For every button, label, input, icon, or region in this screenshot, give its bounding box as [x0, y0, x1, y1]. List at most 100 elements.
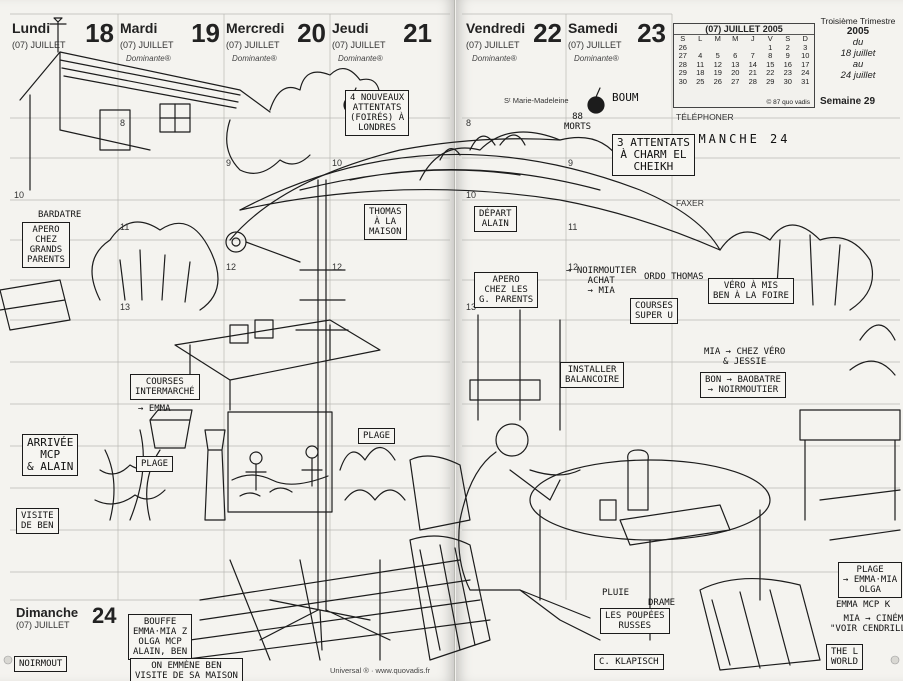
- cal-cell: 21: [748, 68, 757, 77]
- day-name: Samedi: [568, 20, 618, 36]
- cal-cell: 29: [678, 68, 687, 77]
- day-header-sunday: Dimanche 24 (07) JUILLET: [16, 603, 126, 630]
- day-dominante: Dominante®: [126, 54, 171, 63]
- day-number: 20: [297, 18, 326, 48]
- note-plage: PLAGE: [136, 456, 174, 472]
- cal-cell: 25: [696, 76, 705, 86]
- note-noirmoutier-achat: → NOIRMOUTIER ACHAT → MIA: [566, 266, 637, 296]
- day-number: 24: [92, 603, 117, 628]
- cal-cell: 24: [801, 68, 810, 77]
- cal-cell: 8: [768, 51, 773, 60]
- handwritten-dimanche-header: DIMANCHE 24: [678, 132, 791, 146]
- cal-cell: L: [698, 34, 703, 43]
- mini-calendar-row: 27 4 5 6 7 8 9 10: [674, 51, 814, 61]
- cal-cell: 16: [783, 59, 792, 69]
- note-thomas-maison: THOMAS À LA MAISON: [364, 204, 407, 240]
- hour-label: 8: [466, 118, 472, 128]
- day-month: (07) JUILLET: [466, 40, 520, 50]
- note-boum: BOUM: [612, 91, 639, 104]
- cal-cell: 1: [768, 42, 773, 52]
- note-arrivee-mcp-alain: ARRIVÉE MCP & ALAIN: [22, 434, 79, 476]
- cal-cell: S: [680, 34, 686, 43]
- trimestre-from: 18 juillet: [840, 48, 876, 59]
- cal-cell: V: [767, 34, 773, 43]
- day-month: (07) JUILLET: [12, 40, 66, 50]
- day-month: (07) JUILLET: [332, 40, 386, 50]
- note-pluie: PLUIE: [602, 588, 630, 598]
- trimestre-label: Troisième Trimestre: [820, 16, 896, 26]
- hour-label: 12: [332, 262, 343, 272]
- day-name: Lundi: [12, 20, 51, 36]
- note-world: THE L WORLD: [826, 644, 864, 670]
- trimestre-year: 2005: [846, 26, 870, 37]
- mini-calendar-footer: © 87 quo vadis: [766, 99, 810, 106]
- cal-cell: 29: [766, 76, 775, 86]
- trimestre-to: 24 juillet: [840, 70, 876, 81]
- note-bouffe: BOUFFE EMMA·MIA Z OLGA MCP ALAIN, BEN: [128, 614, 193, 660]
- day-name: Mercredi: [226, 20, 285, 36]
- note-noirmout: NOIRMOUT: [14, 656, 68, 672]
- note-ordo-thomas: ORDO THOMAS: [644, 272, 704, 282]
- cal-cell: 12: [713, 59, 722, 69]
- cal-cell: 5: [715, 51, 720, 60]
- day-number: 21: [403, 18, 432, 48]
- note-vero-foire: VÉRO À MIS BEN À LA FOIRE: [708, 278, 794, 304]
- cal-cell: 18: [696, 68, 705, 77]
- cal-cell: 13: [731, 59, 740, 69]
- note-bandatre: BARDATRE: [38, 210, 82, 220]
- note-plage: PLAGE: [358, 428, 396, 444]
- note-mia-cinema: MIA → CINÉMA "VOIR CENDRILLON": [830, 614, 903, 634]
- cal-cell: D: [802, 34, 808, 43]
- cal-cell: 20: [731, 68, 740, 77]
- day-dominante: Dominante®: [338, 54, 383, 63]
- day-month: (07) JUILLET: [568, 40, 622, 50]
- note-bon-noirmoutier: BON → BAOBATRE → NOIRMOUTIER: [700, 372, 786, 398]
- hour-label: 13: [466, 302, 477, 312]
- day-number: 18: [85, 18, 114, 48]
- hour-label: 10: [332, 158, 343, 168]
- cal-cell: 4: [698, 51, 703, 60]
- day-name: Vendredi: [466, 20, 526, 36]
- day-number: 23: [637, 18, 666, 48]
- hour-label: 10: [466, 190, 477, 200]
- cal-cell: 26: [713, 76, 722, 86]
- note-emma-mcp: EMMA MCP K: [836, 600, 891, 610]
- day-name: Mardi: [120, 20, 158, 36]
- mini-calendar-row: 29 18 19 20 21 22 23 24: [674, 68, 814, 78]
- day-month: (07) JUILLET: [16, 620, 70, 630]
- note-plage-emma-mia-olga: PLAGE → EMMA·MIA OLGA: [838, 562, 903, 598]
- cal-cell: M: [714, 34, 721, 43]
- cal-cell: M: [732, 34, 739, 43]
- mini-calendar-row: 26 1 2 3: [674, 42, 814, 53]
- day-header-friday: Vendredi 22 (07) JUILLET Dominante®: [464, 14, 566, 64]
- day-header-saturday: Samedi 23 (07) JUILLET Dominante®: [566, 14, 670, 64]
- note-emma: → EMMA: [138, 404, 171, 414]
- note-morts: 88 MORTS: [564, 112, 592, 132]
- note-on-emmene-ben: ON EMMÈNE BEN VISITE DE SA MAISON: [130, 658, 243, 681]
- cal-cell: 27: [678, 51, 687, 60]
- note-klapisch: C. KLAPISCH: [594, 654, 664, 670]
- cal-cell: 19: [713, 68, 722, 77]
- hour-label: 9: [568, 158, 574, 168]
- week-number: Semaine 29: [820, 96, 876, 107]
- cal-cell: J: [750, 34, 755, 43]
- faxer-label: FAXER: [676, 198, 704, 208]
- day-name: Jeudi: [332, 20, 369, 36]
- cal-cell: 26: [678, 42, 687, 52]
- note-attentats-londres: 4 NOUVEAUX ATTENTATS (FOIRÉS) À LONDRES: [345, 90, 410, 136]
- telephoner-label: TÉLÉPHONER: [676, 112, 734, 122]
- cal-cell: 7: [750, 51, 755, 60]
- cal-cell: 15: [766, 59, 775, 69]
- cal-cell: 14: [748, 59, 757, 69]
- cal-cell: 27: [731, 76, 740, 86]
- day-number: 22: [533, 18, 562, 48]
- hour-label: 11: [568, 222, 578, 232]
- note-apero-grands-parents: APERO CHEZ GRANDS PARENTS: [22, 222, 70, 268]
- right-page: [456, 0, 903, 681]
- day-month: (07) JUILLET: [226, 40, 280, 50]
- cal-cell: S: [785, 34, 791, 43]
- cal-cell: 9: [785, 51, 790, 60]
- note-mia-chez-vero: MIA → CHEZ VÉRO & JESSIE: [704, 347, 786, 367]
- note-apero-g-parents: APERO CHEZ LES G. PARENTS: [474, 272, 539, 308]
